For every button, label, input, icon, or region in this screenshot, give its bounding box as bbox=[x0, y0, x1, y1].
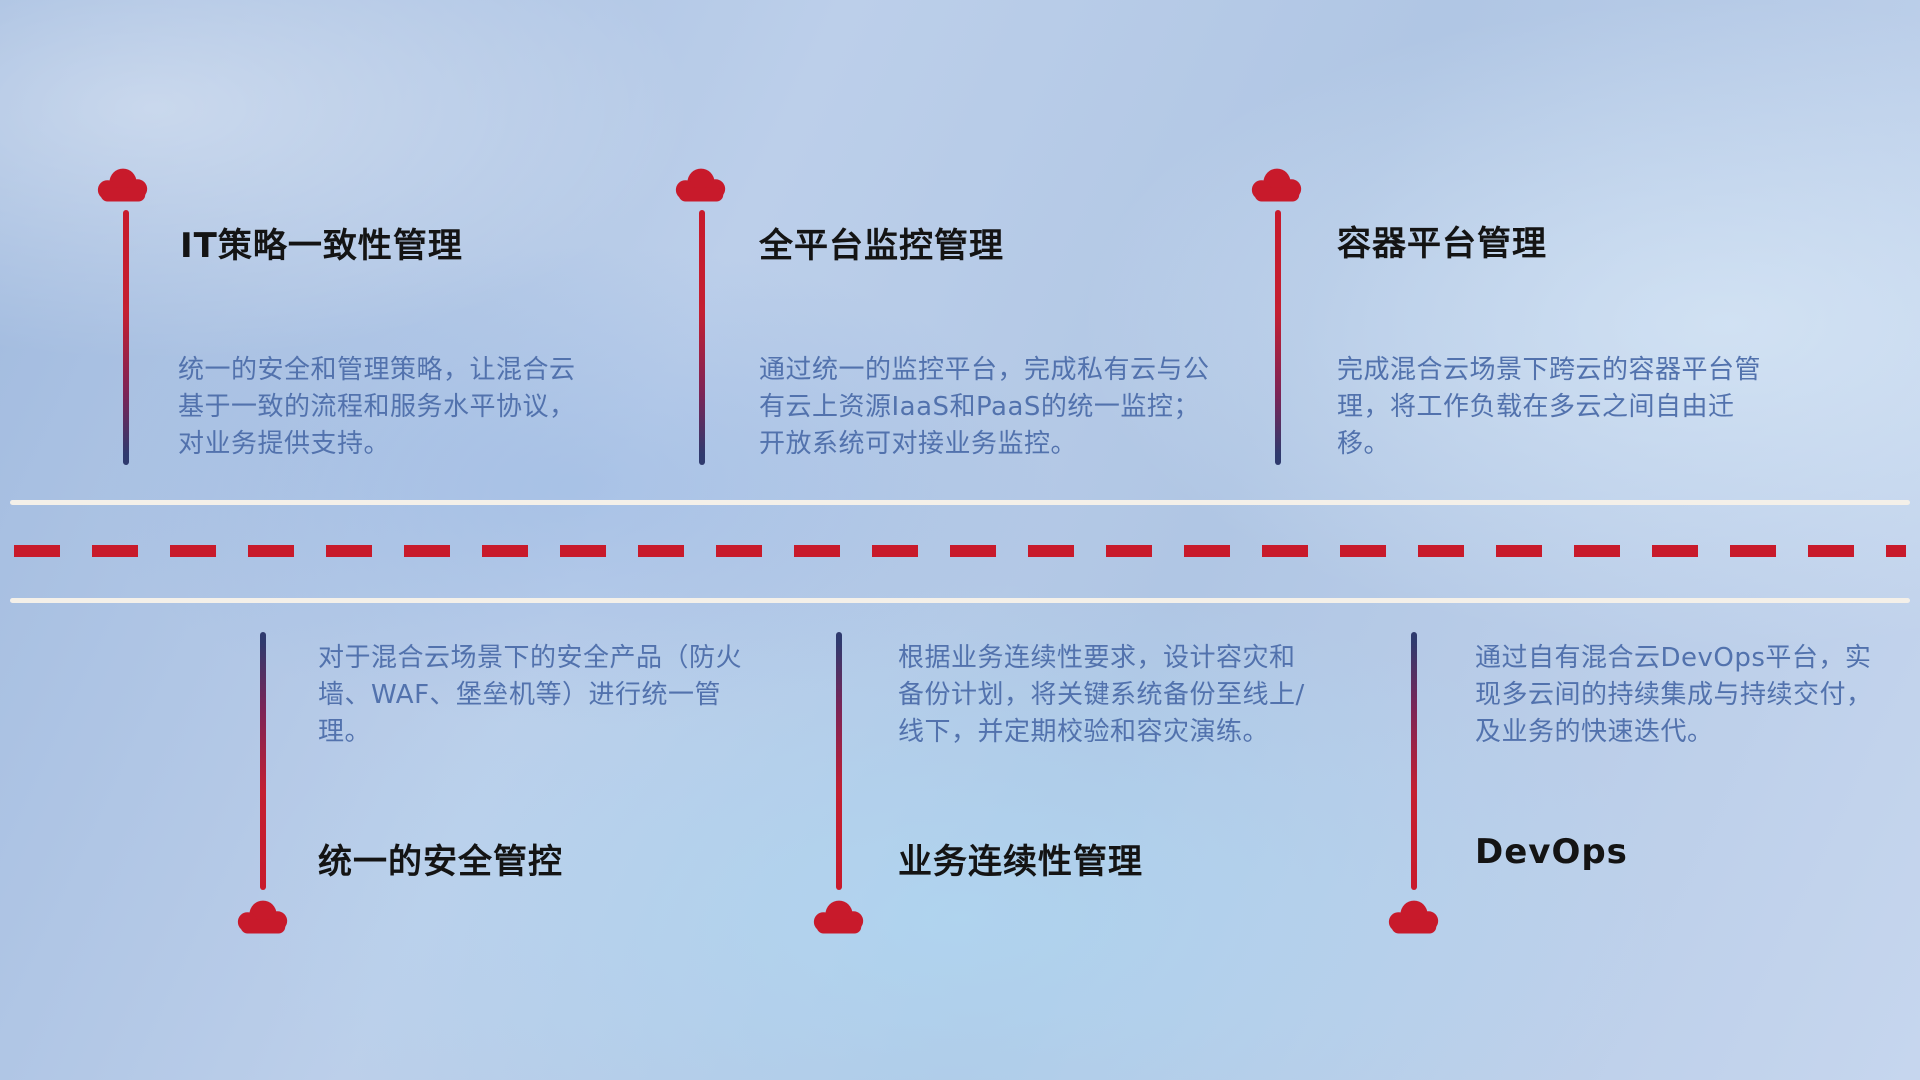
feature-title: 全平台监控管理 bbox=[759, 226, 1004, 266]
feature-description: 通过统一的监控平台，完成私有云与公有云上资源IaaS和PaaS的统一监控；开放系… bbox=[759, 355, 1210, 459]
connector-line bbox=[836, 632, 842, 890]
road-top-line bbox=[10, 500, 1910, 505]
cloud-icon bbox=[675, 168, 726, 202]
feature-title: 业务连续性管理 bbox=[898, 842, 1143, 882]
connector-line bbox=[260, 632, 266, 890]
feature-title: IT策略一致性管理 bbox=[180, 226, 463, 266]
cloud-icon bbox=[1388, 900, 1439, 934]
cloud-icon bbox=[97, 168, 148, 202]
feature-description: 对于混合云场景下的安全产品（防火墙、WAF、堡垒机等）进行统一管理。 bbox=[318, 643, 743, 747]
feature-title: DevOps bbox=[1475, 832, 1628, 872]
feature-description: 通过自有混合云DevOps平台，实现多云间的持续集成与持续交付，及业务的快速迭代… bbox=[1475, 643, 1873, 747]
feature-title: 容器平台管理 bbox=[1337, 224, 1547, 264]
connector-line bbox=[123, 210, 129, 465]
cloud-icon bbox=[1251, 168, 1302, 202]
feature-description: 根据业务连续性要求，设计容灾和备份计划，将关键系统备份至线上/线下，并定期校验和… bbox=[898, 643, 1305, 747]
road-bottom-line bbox=[10, 598, 1910, 603]
connector-line bbox=[1411, 632, 1417, 890]
feature-description: 统一的安全和管理策略，让混合云基于一致的流程和服务水平协议，对业务提供支持。 bbox=[178, 355, 576, 459]
feature-title: 统一的安全管控 bbox=[318, 842, 563, 882]
feature-description: 完成混合云场景下跨云的容器平台管理，将工作负载在多云之间自由迁移。 bbox=[1337, 355, 1762, 459]
connector-line bbox=[1275, 210, 1281, 465]
road-dashed-center-line bbox=[14, 545, 1906, 557]
cloud-icon bbox=[813, 900, 864, 934]
connector-line bbox=[699, 210, 705, 465]
cloud-icon bbox=[237, 900, 288, 934]
